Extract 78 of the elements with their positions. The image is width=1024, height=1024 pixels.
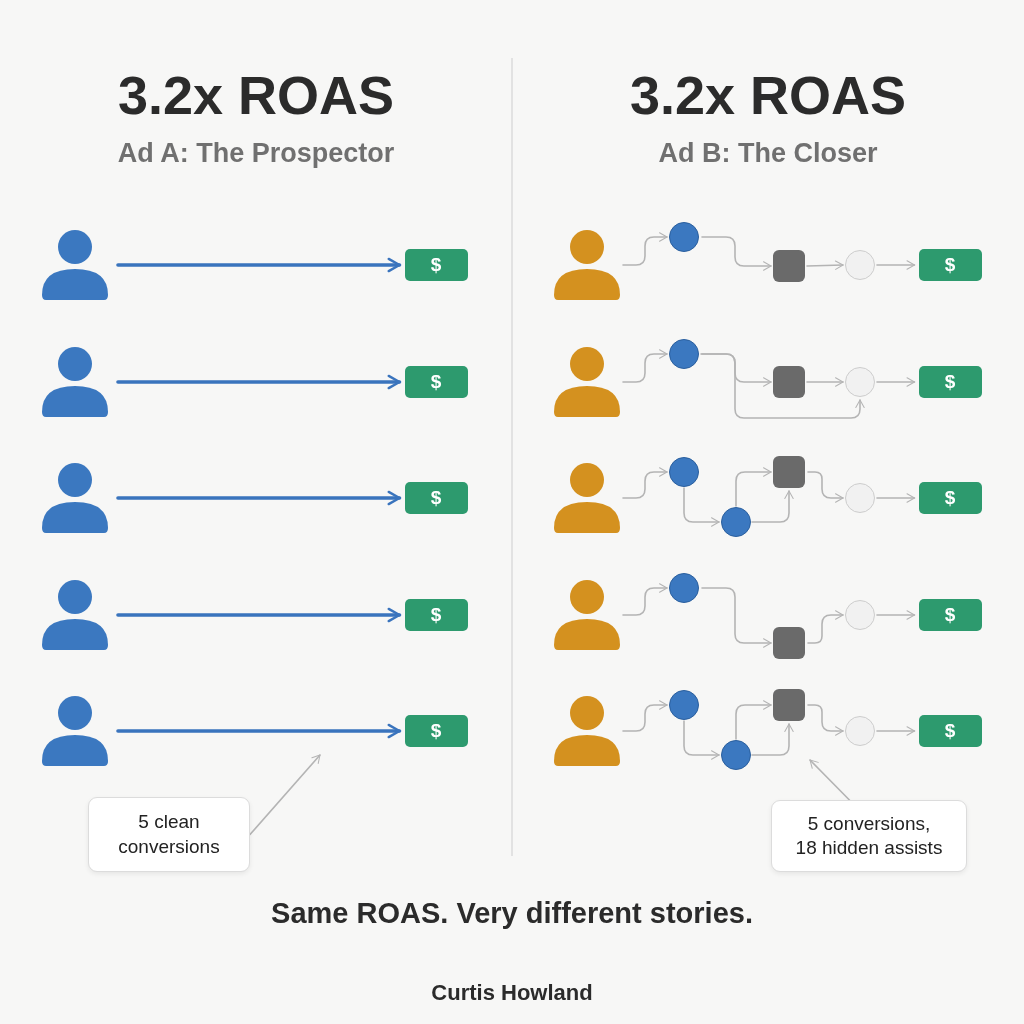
arrow (116, 374, 402, 390)
person-icon (42, 230, 108, 300)
panel-title: 3.2x ROAS (116, 64, 396, 126)
dollar-bill: $ (404, 482, 468, 514)
touchpoint-square (773, 456, 805, 488)
arrow (701, 587, 772, 648)
arrow (876, 493, 916, 503)
touchpoint-circle (845, 250, 875, 280)
touchpoint-square (773, 627, 805, 659)
dollar-bill: $ (918, 482, 982, 514)
arrow (806, 377, 844, 387)
touchpoint-square (773, 250, 805, 282)
callout-text: 5 clean conversions (117, 810, 221, 859)
touchpoint-circle (845, 600, 875, 630)
arrow (116, 723, 402, 739)
panel-subtitle: Ad B: The Closer (657, 138, 879, 169)
dollar-bill: $ (404, 715, 468, 747)
dollar-bill: $ (404, 599, 468, 631)
arrow (116, 607, 402, 623)
arrow (735, 467, 772, 507)
arrow (622, 700, 668, 732)
arrow (806, 260, 844, 270)
person-icon (554, 696, 620, 766)
arrow (622, 583, 668, 616)
arrow (876, 610, 916, 620)
arrow (751, 723, 794, 756)
dollar-bill: $ (404, 366, 468, 398)
person-icon (42, 463, 108, 533)
dollar-bill: $ (918, 366, 982, 398)
arrow (622, 349, 668, 383)
panel-title: 3.2x ROAS (628, 64, 908, 126)
panel-subtitle: Ad A: The Prospector (116, 138, 396, 169)
arrow (116, 490, 402, 506)
touchpoint-square (773, 366, 805, 398)
arrow (876, 726, 916, 736)
touchpoint-circle (845, 367, 875, 397)
touchpoint-circle (845, 716, 875, 746)
arrow (807, 610, 844, 644)
arrow (116, 257, 402, 273)
touchpoint-circle (669, 457, 699, 487)
person-icon (42, 696, 108, 766)
touchpoint-circle (669, 222, 699, 252)
arrow (807, 704, 844, 736)
arrow (807, 471, 844, 503)
person-icon (42, 580, 108, 650)
person-icon (554, 463, 620, 533)
touchpoint-circle (845, 483, 875, 513)
dollar-bill: $ (404, 249, 468, 281)
touchpoint-circle (669, 573, 699, 603)
touchpoint-circle (721, 740, 751, 770)
callout-box (771, 800, 967, 872)
touchpoint-circle (669, 339, 699, 369)
author-name: Curtis Howland (430, 980, 594, 1006)
arrow (700, 353, 865, 419)
person-icon (554, 347, 620, 417)
arrow (622, 467, 668, 499)
dollar-bill: $ (918, 599, 982, 631)
dollar-bill: $ (918, 249, 982, 281)
person-icon (554, 580, 620, 650)
callout-text: 5 conversions, 18 hidden assists (794, 811, 944, 860)
arrow (701, 236, 772, 271)
caption: Same ROAS. Very different stories. (270, 897, 754, 930)
arrow (751, 490, 794, 523)
arrow (735, 700, 772, 740)
arrow (622, 232, 668, 266)
arrow (876, 377, 916, 387)
person-icon (554, 230, 620, 300)
touchpoint-circle (669, 690, 699, 720)
touchpoint-circle (721, 507, 751, 537)
arrow (683, 487, 720, 527)
arrow (683, 720, 720, 760)
leader-line (809, 759, 851, 801)
person-icon (42, 347, 108, 417)
leader-line (249, 754, 321, 836)
arrow (876, 260, 916, 270)
callout-box (88, 797, 250, 872)
touchpoint-square (773, 689, 805, 721)
dollar-bill: $ (918, 715, 982, 747)
